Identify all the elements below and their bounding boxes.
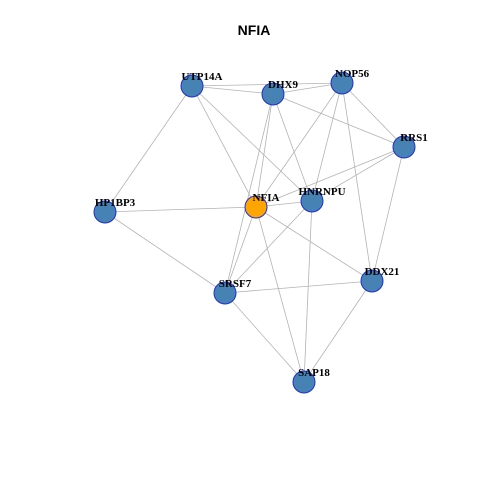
node-label-rrs1: RRS1 [400, 132, 428, 144]
node-layer [93, 71, 416, 394]
edge-dhx9-hnrnpu [272, 93, 313, 202]
node-label-srsf7: SRSF7 [219, 278, 252, 290]
edge-utp14a-hp1bp3 [104, 85, 193, 213]
node-hp1bp3[interactable] [93, 200, 117, 224]
edge-rrs1-hnrnpu [311, 146, 405, 202]
node-nfia[interactable] [244, 195, 268, 219]
edge-layer [104, 82, 405, 383]
edge-dhx9-nfia [255, 93, 274, 208]
edge-dhx9-nop56 [272, 82, 343, 95]
edge-rrs1-nfia [255, 146, 405, 208]
edge-hnrnpu-srsf7 [224, 200, 313, 294]
node-label-sap18: SAP18 [298, 367, 330, 379]
edge-nop56-hnrnpu [311, 82, 343, 202]
edge-nfia-sap18 [255, 206, 305, 383]
node-label-dhx9: DHX9 [268, 79, 298, 91]
node-hnrnpu[interactable] [300, 189, 324, 213]
node-label-nop56: NOP56 [335, 68, 370, 80]
edge-utp14a-nfia [191, 85, 257, 208]
edge-ddx21-sap18 [303, 280, 373, 383]
edge-utp14a-dhx9 [191, 85, 274, 95]
node-dhx9[interactable] [261, 82, 285, 106]
edge-nop56-ddx21 [341, 82, 373, 282]
edge-hnrnpu-sap18 [303, 200, 313, 383]
edge-srsf7-ddx21 [224, 280, 373, 294]
node-rrs1[interactable] [392, 135, 416, 159]
node-srsf7[interactable] [213, 281, 237, 305]
node-utp14a[interactable] [180, 74, 204, 98]
node-nop56[interactable] [330, 71, 354, 95]
node-sap18[interactable] [292, 370, 316, 394]
edge-rrs1-ddx21 [371, 146, 405, 282]
graph-title: NFIA [238, 22, 271, 38]
node-label-utp14a: UTP14A [182, 71, 223, 83]
node-ddx21[interactable] [360, 269, 384, 293]
edge-srsf7-sap18 [224, 292, 305, 383]
node-label-hnrnpu: HNRNPU [298, 186, 345, 198]
edge-dhx9-srsf7 [224, 93, 274, 294]
edge-utp14a-hnrnpu [191, 85, 313, 202]
edge-hp1bp3-srsf7 [104, 211, 226, 294]
edge-nfia-ddx21 [255, 206, 373, 282]
node-label-hp1bp3: HP1BP3 [95, 197, 136, 209]
node-label-nfia: NFIA [253, 192, 280, 204]
edge-nfia-srsf7 [224, 206, 257, 294]
edge-nop56-nfia [255, 82, 343, 208]
node-label-ddx21: DDX21 [365, 266, 400, 278]
edge-hp1bp3-nfia [104, 206, 257, 213]
edge-nop56-rrs1 [341, 82, 405, 148]
edge-dhx9-rrs1 [272, 93, 405, 148]
